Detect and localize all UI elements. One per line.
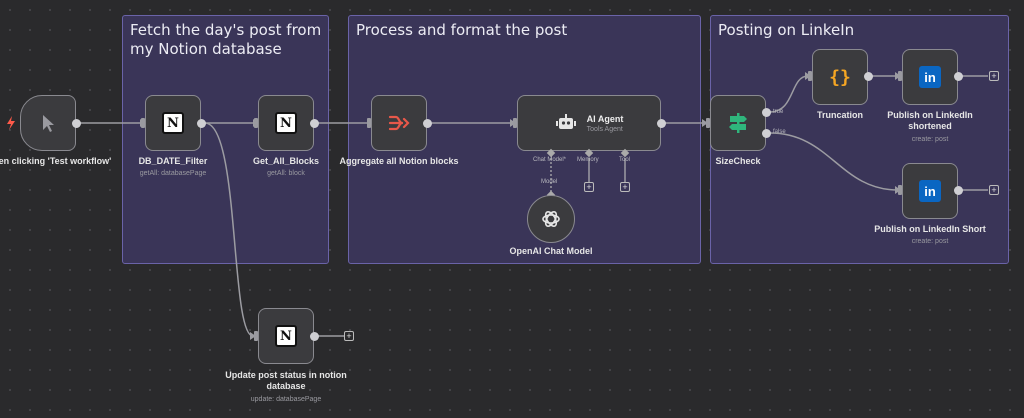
dbfilter-sub: getAll: databasePage	[139, 170, 207, 177]
trigger-output-port[interactable]	[72, 119, 81, 128]
wire-dbfilter-update	[204, 122, 254, 337]
sticky-title: Posting on LinkeIn	[718, 21, 855, 39]
linkedin-icon: in	[919, 180, 941, 202]
notion-icon: N	[275, 112, 297, 134]
publish-short-input-port[interactable]	[898, 185, 902, 195]
cursor-icon	[43, 115, 54, 132]
update-output-port[interactable]	[310, 332, 319, 341]
aggregate-node[interactable]	[371, 95, 427, 151]
openai-chat-model-node[interactable]	[527, 195, 575, 243]
publish-shortened-input-port[interactable]	[898, 71, 902, 81]
publish-shortened-node[interactable]: in	[902, 49, 958, 105]
truncation-node[interactable]: {}	[812, 49, 868, 105]
model-port-label: Model	[541, 179, 558, 185]
openai-label: OpenAI Chat Model	[509, 246, 593, 256]
sizecheck-input-port[interactable]	[706, 118, 710, 128]
dbfilter-input-port[interactable]	[141, 118, 145, 128]
getblocks-sub: getAll: block	[267, 170, 305, 177]
agent-output-port[interactable]	[657, 119, 666, 128]
add-node-button[interactable]: +	[989, 71, 999, 81]
publish-shortened-sub: create: post	[911, 136, 949, 143]
trigger-node[interactable]	[20, 95, 76, 151]
agent-sub: Tools Agent	[586, 125, 623, 133]
getblocks-label: Get_All_Blocks	[252, 156, 320, 166]
linkedin-icon: in	[919, 66, 941, 88]
chat-model-port-label: Chat Model*	[533, 157, 567, 163]
notion-icon: N	[275, 325, 297, 347]
memory-port-label: Memory	[577, 157, 599, 163]
wire-false-short	[769, 132, 899, 191]
true-branch-label: true	[773, 109, 784, 115]
getblocks-output-port[interactable]	[310, 119, 319, 128]
lightning-icon	[7, 116, 15, 130]
add-node-button[interactable]: +	[344, 331, 354, 341]
sticky-title: Process and format the post	[356, 21, 568, 39]
add-memory-button[interactable]: +	[584, 182, 594, 192]
update-label: Update post status in notion database	[225, 370, 347, 391]
code-icon: {}	[829, 66, 851, 88]
notion-icon: N	[162, 112, 184, 134]
wire-true-truncation	[769, 75, 809, 113]
robot-icon	[555, 114, 576, 129]
agent-title: AI Agent	[586, 113, 624, 124]
getblocks-input-port[interactable]	[254, 118, 258, 128]
sizecheck-false-port[interactable]	[762, 129, 771, 138]
tool-port-label: Tool	[619, 157, 631, 163]
ai-agent-node[interactable]: AI Agent Tools Agent	[517, 95, 661, 151]
dbfilter-label: DB_DATE_Filter	[138, 156, 208, 166]
update-input-port[interactable]	[254, 331, 258, 341]
publish-shortened-output-port[interactable]	[954, 72, 963, 81]
trigger-label: When clicking 'Test workflow'	[0, 156, 112, 166]
false-branch-label: false	[773, 129, 786, 135]
db-date-filter-node[interactable]: N	[145, 95, 201, 151]
openai-icon	[542, 210, 560, 228]
sizecheck-node[interactable]	[710, 95, 766, 151]
aggregate-output-port[interactable]	[423, 119, 432, 128]
agent-text: AI Agent Tools Agent	[587, 114, 624, 133]
publish-short-output-port[interactable]	[954, 186, 963, 195]
update-status-node[interactable]: N	[258, 308, 314, 364]
add-tool-button[interactable]: +	[620, 182, 630, 192]
sizecheck-true-port[interactable]	[762, 108, 771, 117]
publish-short-node[interactable]: in	[902, 163, 958, 219]
sizecheck-label: SizeCheck	[715, 156, 761, 166]
publish-short-sub: create: post	[911, 238, 949, 245]
publish-short-label: Publish on LinkedIn Short	[874, 224, 986, 234]
sticky-title: Fetch the day's post from my Notion data…	[130, 21, 322, 58]
truncation-input-port[interactable]	[808, 71, 812, 81]
dbfilter-output-port[interactable]	[197, 119, 206, 128]
get-all-blocks-node[interactable]: N	[258, 95, 314, 151]
aggregate-input-port[interactable]	[367, 118, 371, 128]
agent-input-port[interactable]	[513, 118, 517, 128]
if-icon	[729, 113, 747, 133]
aggregate-label: Aggregate all Notion blocks	[339, 156, 459, 166]
aggregate-icon	[388, 115, 410, 131]
truncation-label: Truncation	[816, 110, 863, 120]
publish-shortened-label: Publish on LinkedIn shortened	[887, 110, 973, 131]
add-node-button[interactable]: +	[989, 185, 999, 195]
truncation-output-port[interactable]	[864, 72, 873, 81]
update-sub: update: databasePage	[250, 396, 322, 403]
